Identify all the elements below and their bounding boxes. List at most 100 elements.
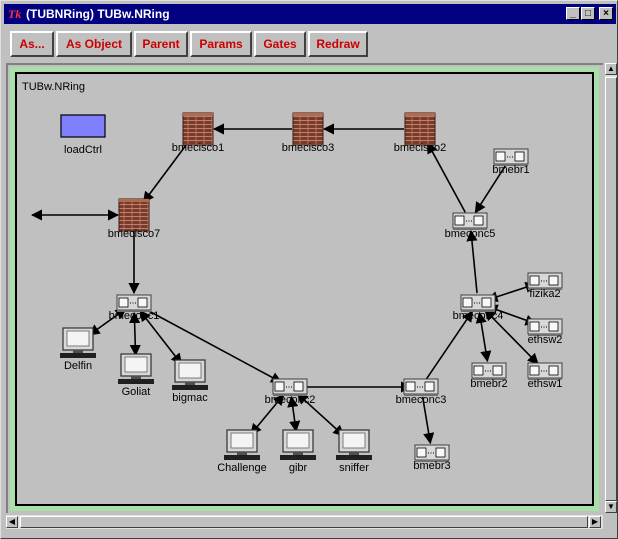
node-label: bmeconc1: [109, 310, 160, 322]
link-bmeconc2-Challenge: [250, 393, 285, 436]
scroll-corner: [605, 515, 617, 529]
window-title: (TUBNRing) TUBw.NRing: [26, 7, 170, 21]
params-button[interactable]: Params: [190, 31, 252, 57]
gates-button[interactable]: Gates: [254, 31, 306, 57]
node-bmecisco7[interactable]: bmecisco7: [108, 198, 161, 240]
switch-icon: [527, 272, 563, 290]
switch-icon: [527, 362, 563, 380]
vertical-scroll-thumb[interactable]: [605, 77, 617, 501]
node-label: ethsw2: [528, 334, 563, 346]
workstation-icon: [60, 327, 96, 358]
close-button[interactable]: ×: [599, 7, 613, 20]
workstation-icon: [336, 429, 372, 460]
switch-icon: [116, 294, 152, 312]
node-Delfin[interactable]: Delfin: [60, 327, 96, 372]
node-bmecisco1[interactable]: bmecisco1: [172, 112, 225, 154]
parent-button[interactable]: Parent: [134, 31, 188, 57]
minimize-button[interactable]: _: [566, 7, 580, 20]
node-loadCtrl[interactable]: loadCtrl: [60, 114, 106, 156]
node-gibr[interactable]: gibr: [280, 429, 316, 474]
vertical-scrollbar[interactable]: ▲ ▼: [605, 63, 617, 513]
link-bmeconc5-bmecisco2: [426, 142, 466, 213]
node-bigmac[interactable]: bigmac: [172, 359, 208, 404]
node-bmeconc1[interactable]: bmeconc1: [109, 294, 160, 322]
node-label: gibr: [289, 462, 308, 474]
workstation-icon: [118, 353, 154, 384]
node-label: ethsw1: [528, 378, 563, 390]
node-label: loadCtrl: [64, 144, 102, 156]
node-label: Delfin: [64, 360, 92, 372]
node-ethsw1[interactable]: ethsw1: [527, 362, 563, 390]
scroll-left-icon[interactable]: ◀: [6, 516, 18, 528]
node-label: bmecisco3: [282, 142, 335, 154]
loadctrl-block-icon: [60, 114, 106, 138]
node-bmebr1[interactable]: bmebr1: [492, 148, 530, 176]
switch-icon: [527, 318, 563, 336]
node-bmeconc3[interactable]: bmeconc3: [396, 378, 447, 406]
node-bmeconc4[interactable]: bmeconc4: [453, 294, 504, 322]
node-bmeconc2[interactable]: bmeconc2: [265, 378, 316, 406]
link-bmeconc4-ethsw1: [484, 309, 539, 365]
node-label: bmecisco2: [394, 142, 447, 154]
node-bmebr2[interactable]: bmebr2: [470, 362, 508, 390]
title-bar[interactable]: Tk (TUBNRing) TUBw.NRing _ □ ×: [4, 4, 616, 24]
node-label: sniffer: [339, 462, 369, 474]
module-title: TUBw.NRing: [22, 81, 85, 93]
link-bmeconc1-Goliat: [129, 311, 141, 357]
node-bmecisco2[interactable]: bmecisco2: [394, 112, 447, 154]
node-label: Challenge: [217, 462, 267, 474]
link-bmeconc4-bmeconc5: [466, 229, 478, 294]
node-bmebr3[interactable]: bmebr3: [413, 444, 451, 472]
tk-logo-icon: Tk: [8, 7, 22, 21]
network-diagram: TUBw.NRing loadCtrl bmecisco1 bmecisco3 bme…: [10, 67, 599, 511]
node-label: bmebr2: [470, 378, 507, 390]
node-label: bmeconc4: [453, 310, 504, 322]
node-label: fizika2: [529, 288, 560, 300]
node-fizika2[interactable]: fizika2: [527, 272, 563, 300]
switch-icon: [452, 212, 488, 230]
link-bmebr1-bmeconc5: [474, 164, 507, 214]
link-bmeconc1-Delfin: [88, 308, 127, 336]
horizontal-scroll-thumb[interactable]: [20, 516, 588, 528]
as-object-button[interactable]: As Object: [56, 31, 132, 57]
as-button[interactable]: As...: [10, 31, 54, 57]
redraw-button[interactable]: Redraw: [308, 31, 368, 57]
router-icon: [404, 112, 436, 146]
link-bmecisco1-bmecisco7: [142, 141, 190, 204]
link-bmeconc2-sniffer: [296, 392, 345, 437]
node-label: Goliat: [122, 386, 151, 398]
scroll-up-icon[interactable]: ▲: [605, 63, 617, 75]
horizontal-scrollbar[interactable]: ◀ ▶: [6, 515, 603, 529]
node-label: bmeconc3: [396, 394, 447, 406]
maximize-button[interactable]: □: [581, 7, 595, 20]
node-label: bmecisco1: [172, 142, 225, 154]
switch-icon: [272, 378, 308, 396]
node-bmecisco3[interactable]: bmecisco3: [282, 112, 335, 154]
node-label: bmeconc2: [265, 394, 316, 406]
node-label: bigmac: [172, 392, 208, 404]
router-icon: [182, 112, 214, 146]
node-sniffer[interactable]: sniffer: [336, 429, 372, 474]
node-label: bmebr3: [413, 460, 450, 472]
link-bmeconc2-gibr: [287, 395, 301, 433]
node-ethsw2[interactable]: ethsw2: [527, 318, 563, 346]
scroll-down-icon[interactable]: ▼: [605, 501, 617, 513]
node-label: bmebr1: [492, 164, 529, 176]
scroll-right-icon[interactable]: ▶: [589, 516, 601, 528]
network-canvas[interactable]: TUBw.NRing loadCtrl bmecisco1 bmecisco3 bme…: [6, 63, 603, 513]
node-label: bmeconc5: [445, 228, 496, 240]
switch-icon: [471, 362, 507, 380]
node-bmeconc5[interactable]: bmeconc5: [445, 212, 496, 240]
link-bmeconc3-bmeconc4: [425, 310, 474, 380]
workstation-icon: [172, 359, 208, 390]
toolbar: As... As Object Parent Params Gates Redr…: [4, 27, 616, 59]
workstation-icon: [280, 429, 316, 460]
router-icon: [118, 198, 150, 232]
node-Goliat[interactable]: Goliat: [118, 353, 154, 398]
switch-icon: [460, 294, 496, 312]
link-bmeconc4-fizika2: [486, 281, 537, 303]
node-label: bmecisco7: [108, 228, 161, 240]
switch-icon: [414, 444, 450, 462]
node-Challenge[interactable]: Challenge: [217, 429, 267, 474]
